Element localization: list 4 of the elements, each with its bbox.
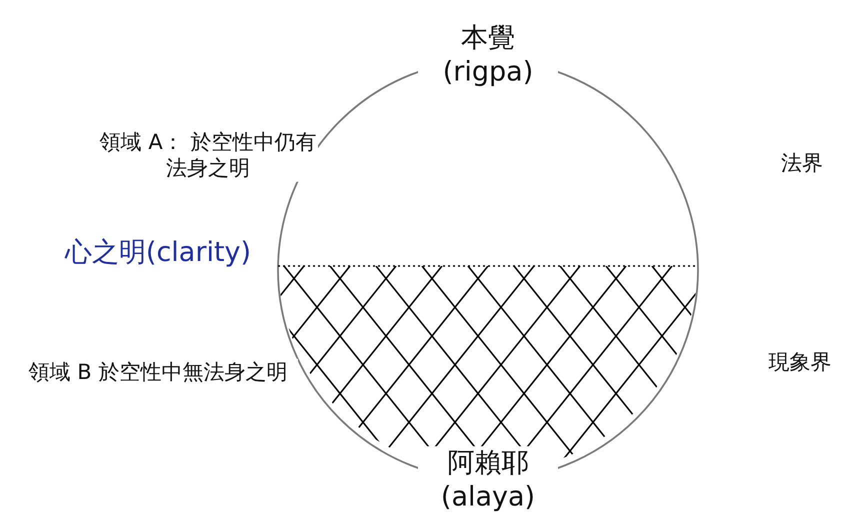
circle-bottom-label: 阿賴耶 (alaya) [418, 446, 558, 514]
region-label: 領域 A： 於空性中仍有法身之明 [98, 128, 318, 182]
dotted-line-label: 心之明(clarity) [64, 236, 252, 270]
circle-top-label: 本覺 (rigpa) [418, 21, 558, 89]
